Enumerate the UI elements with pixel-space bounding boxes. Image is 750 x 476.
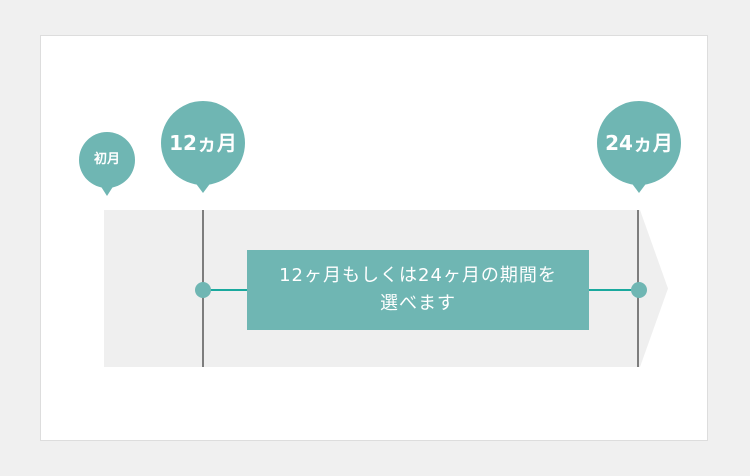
pin-12-months: 12ヵ月 <box>161 101 245 193</box>
marker-dot-24-months <box>631 282 647 298</box>
pin-start-label: 初月 <box>93 152 120 167</box>
pin-24-months-label: 24ヵ月 <box>605 131 673 155</box>
period-label-box: 12ヶ月もしくは24ヶ月の期間を 選べます <box>247 250 589 330</box>
connector-right <box>589 289 639 291</box>
period-label-text: 12ヶ月もしくは24ヶ月の期間を 選べます <box>279 265 557 314</box>
pin-24-months: 24ヵ月 <box>597 101 681 193</box>
pin-start-month: 初月 <box>79 132 135 196</box>
marker-dot-12-months <box>195 282 211 298</box>
pin-12-months-label: 12ヵ月 <box>169 131 237 155</box>
connector-left <box>203 289 247 291</box>
